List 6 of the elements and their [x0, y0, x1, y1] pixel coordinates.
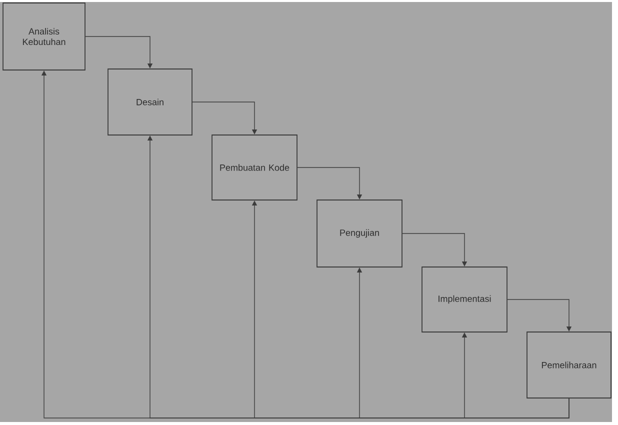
- process-box: Pengujian: [316, 200, 402, 268]
- process-box: Analisis Kebutuhan: [2, 2, 86, 70]
- process-box: Implementasi: [422, 266, 508, 332]
- process-box: Pembuatan Kode: [212, 134, 298, 200]
- process-box: Desain: [108, 68, 192, 136]
- process-box: Pemeliharaan: [526, 332, 612, 398]
